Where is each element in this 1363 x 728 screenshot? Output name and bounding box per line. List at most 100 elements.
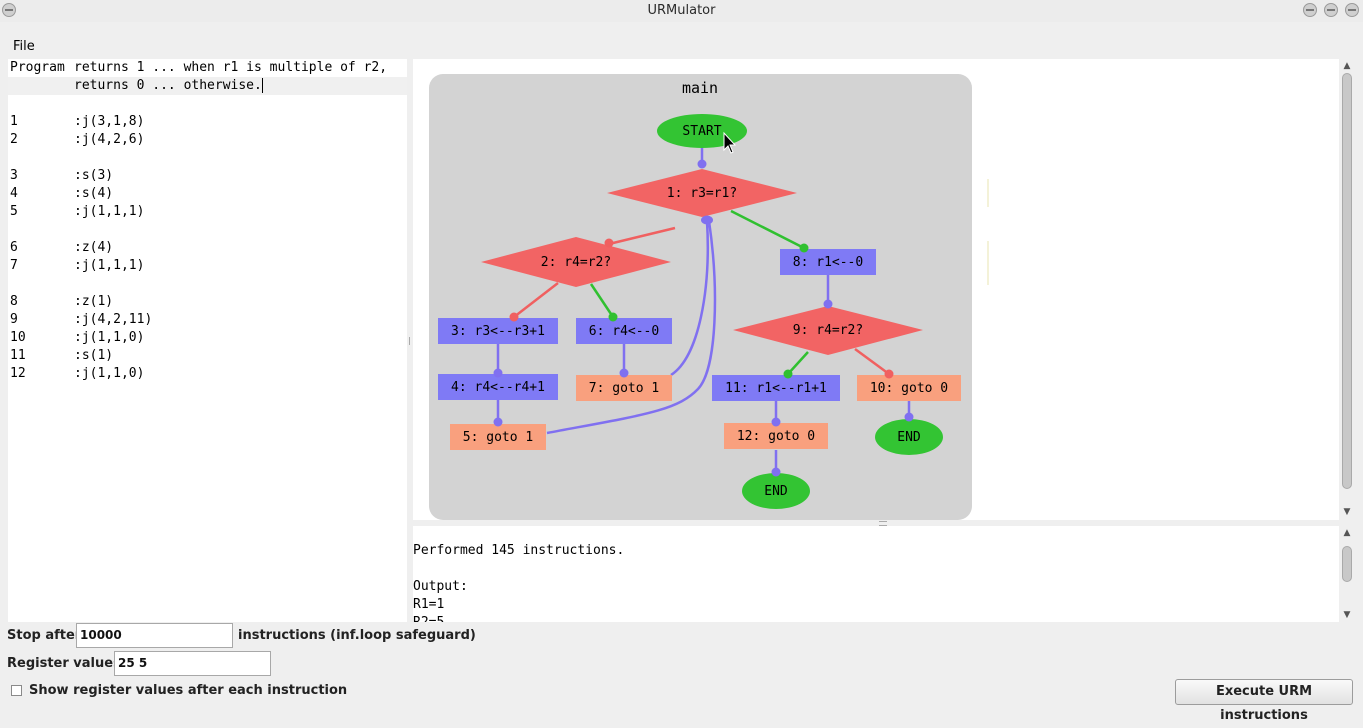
node-2[interactable] (481, 237, 671, 287)
node-10[interactable] (857, 375, 961, 401)
code-line[interactable]: 1:j(3,1,8) (10, 113, 405, 131)
node-9[interactable] (733, 306, 923, 355)
scroll-down-icon[interactable]: ▼ (1343, 610, 1351, 620)
output-scroll-thumb[interactable] (1342, 546, 1352, 582)
port-dot (823, 299, 833, 309)
register-values-label: Register values: (7, 656, 127, 671)
minimize-icon[interactable] (1303, 3, 1317, 17)
node-3[interactable] (438, 318, 558, 344)
node-12[interactable] (724, 423, 828, 449)
edge-2-3 (513, 282, 559, 318)
code-line[interactable] (10, 221, 405, 239)
node-1-label: 1: r3=r1? (667, 186, 737, 201)
code-line[interactable]: 5:j(1,1,1) (10, 203, 405, 221)
menu-file[interactable]: File (13, 39, 35, 54)
line-code: :j(4,2,11) (74, 312, 153, 327)
node-1[interactable] (607, 169, 797, 217)
scroll-up-icon[interactable]: ▲ (1343, 61, 1351, 71)
splitter-grip-icon (879, 521, 887, 526)
line-code: :s(1) (74, 348, 114, 363)
node-7[interactable] (576, 375, 672, 401)
horizontal-splitter[interactable] (413, 520, 1339, 526)
code-line[interactable]: Program returns 1 ... when r1 is multiple… (10, 59, 405, 77)
line-code: :j(1,1,0) (74, 366, 145, 381)
code-line[interactable]: 8:z(1) (10, 293, 405, 311)
port-dot (493, 368, 503, 378)
output-scrollbar[interactable]: ▲ ▼ (1339, 526, 1355, 622)
node-6-label: 6: r4<--0 (589, 324, 659, 339)
stop-after-label: Stop after (7, 628, 82, 643)
title-bar: URMulator (0, 0, 1363, 22)
scroll-up-icon[interactable]: ▲ (1343, 528, 1351, 538)
edge-5-1 (546, 220, 717, 435)
text-cursor (261, 78, 263, 93)
program-editor[interactable]: Program returns 1 ... when r1 is multiple… (8, 59, 407, 622)
edge-9-11 (787, 351, 809, 375)
code-line[interactable]: 12 :j(1,1,0) (10, 365, 405, 383)
close-icon[interactable] (1345, 3, 1359, 17)
edge-9-10 (854, 347, 890, 376)
current-line-highlight (8, 77, 407, 95)
node-end-12-label: END (764, 484, 788, 499)
port-dot (697, 159, 707, 169)
node-5[interactable] (450, 424, 546, 450)
line-code: :z(1) (74, 294, 114, 309)
graph-scrollbar[interactable]: ▲ ▼ (1339, 59, 1355, 520)
code-line[interactable]: 10 :j(1,1,0) (10, 329, 405, 347)
node-3-label: 3: r3<--r3+1 (451, 324, 545, 339)
line-code: :j(3,1,8) (74, 114, 145, 129)
scroll-down-icon[interactable]: ▼ (1343, 507, 1351, 517)
port-dot (771, 417, 781, 427)
node-end-10-label: END (897, 430, 921, 445)
line-code: :j(1,1,0) (74, 330, 145, 345)
edge-2-6 (589, 283, 615, 318)
flow-graph-pane[interactable]: main START 1: r3=r1? (413, 59, 1339, 520)
window-menu-icon[interactable] (2, 3, 16, 17)
code-line[interactable]: 2 :j(4,2,6) (10, 131, 405, 149)
code-line[interactable]: 7:j(1,1,1) (10, 257, 405, 275)
graph-scroll-thumb[interactable] (1342, 73, 1352, 489)
line-label: 9 (10, 312, 18, 327)
port-dot (619, 368, 629, 378)
line-label: 11 (10, 348, 26, 363)
code-line[interactable]: 3:s(3) (10, 167, 405, 185)
node-2-label: 2: r4=r2? (541, 255, 611, 270)
execute-button[interactable]: Execute URM instructions (1175, 679, 1353, 723)
code-line[interactable]: 9 :j(4,2,11) (10, 311, 405, 329)
line-code: returns 1 ... when r1 is multiple of r2, (74, 60, 388, 75)
line-label: 5 (10, 204, 18, 219)
code-line[interactable] (10, 275, 405, 293)
code-line[interactable] (10, 149, 405, 167)
flow-graph: main START 1: r3=r1? (429, 74, 989, 520)
show-registers-label: Show register values after each instruct… (29, 683, 348, 698)
line-label: 2 (10, 132, 18, 147)
node-8[interactable] (780, 249, 876, 275)
port-dot (493, 417, 503, 427)
stop-after-input[interactable]: 10000 (76, 623, 233, 648)
output-pane[interactable]: Performed 145 instructions.Output:R1=1R2… (413, 526, 1339, 622)
line-label: 12 (10, 366, 26, 381)
output-line: Performed 145 instructions. (413, 543, 625, 558)
node-6[interactable] (576, 318, 672, 344)
register-values-input[interactable]: 25 5 (114, 651, 271, 676)
node-12-label: 12: goto 0 (737, 429, 815, 444)
code-line[interactable] (10, 95, 405, 113)
line-code: :s(4) (74, 186, 114, 201)
line-code: :j(4,2,6) (74, 132, 145, 147)
node-11-label: 11: r1<--r1+1 (725, 381, 827, 396)
show-registers-checkbox[interactable] (11, 685, 22, 696)
line-label: 10 (10, 330, 26, 345)
maximize-icon[interactable] (1324, 3, 1338, 17)
code-line[interactable]: 6:z(4) (10, 239, 405, 257)
port-dot (799, 243, 809, 253)
node-end-12[interactable] (742, 473, 810, 509)
node-11[interactable] (712, 375, 840, 401)
node-4[interactable] (438, 374, 558, 400)
node-8-label: 8: r1<--0 (793, 255, 863, 270)
line-label: Program (10, 60, 65, 75)
code-line[interactable]: 4:s(4) (10, 185, 405, 203)
code-line[interactable]: 11 :s(1) (10, 347, 405, 365)
node-end-10[interactable] (875, 419, 943, 455)
port-dot (904, 412, 914, 422)
code-line[interactable]: returns 0 ... otherwise. (10, 77, 405, 95)
